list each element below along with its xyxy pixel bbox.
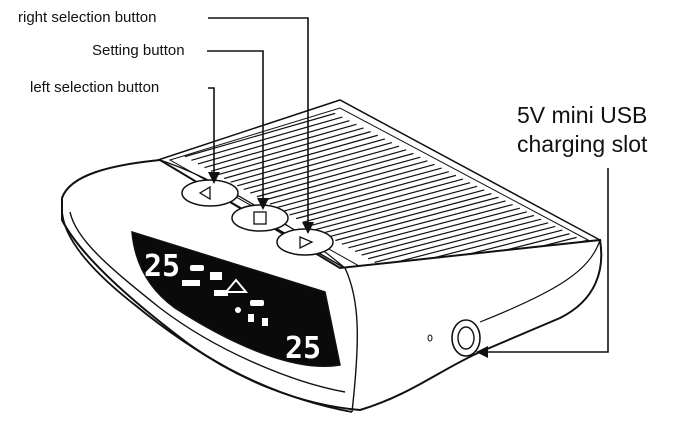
setting-square-icon	[253, 211, 267, 225]
arrowhead-left-selection	[208, 172, 220, 184]
leader-left-selection	[208, 87, 215, 178]
solar-stripe	[348, 203, 513, 249]
label-left-selection-button: left selection button	[30, 79, 160, 96]
solar-stripe	[295, 174, 457, 220]
leader-setting	[207, 50, 264, 204]
right-selection-button[interactable]	[276, 228, 334, 256]
solar-stripe	[341, 200, 506, 245]
solar-stripe	[276, 163, 435, 209]
solar-stripe	[250, 149, 407, 194]
solar-stripe	[184, 112, 336, 158]
usb-slot	[427, 319, 481, 357]
left-arrow-icon	[198, 185, 211, 201]
solar-stripe	[381, 222, 549, 267]
solar-stripe	[204, 123, 357, 169]
leader-lines	[207, 17, 609, 353]
leader-usb	[482, 168, 609, 353]
arrowheads	[208, 172, 488, 358]
right-arrow-icon	[299, 236, 314, 250]
arrowhead-usb	[476, 346, 488, 358]
solar-stripe	[197, 120, 350, 165]
label-usb-line1: 5V mini USB	[517, 102, 648, 128]
solar-stripe	[367, 214, 535, 260]
display-icons	[182, 265, 268, 326]
label-usb-line2: charging slot	[517, 131, 648, 157]
display-right-number: 25	[285, 331, 321, 366]
label-usb-charging-slot: 5V mini USB charging slot	[517, 101, 675, 159]
arrowhead-right-selection	[302, 222, 314, 234]
solar-stripe	[309, 182, 471, 227]
button-cluster	[181, 179, 334, 256]
solar-stripe	[374, 218, 542, 263]
leader-right-selection	[208, 17, 309, 228]
display-left-number: 25	[144, 249, 180, 284]
solar-stripe	[302, 178, 464, 223]
arrowhead-setting	[257, 198, 269, 210]
solar-stripe	[210, 127, 364, 172]
solar-stripe	[223, 134, 378, 180]
solar-stripe	[328, 193, 492, 238]
solar-stripe	[191, 116, 343, 161]
solar-stripe	[217, 131, 371, 176]
solar-stripe	[335, 196, 499, 242]
solar-stripe	[263, 156, 421, 201]
solar-stripe	[243, 145, 400, 191]
solar-stripe	[256, 152, 414, 198]
solar-stripe	[315, 185, 478, 231]
label-right-selection-button: right selection button	[18, 9, 157, 26]
solar-stripe	[289, 171, 449, 216]
solar-stripe	[269, 160, 428, 205]
setting-button[interactable]	[231, 204, 289, 232]
solar-stripe	[322, 189, 485, 234]
indicator-dot	[427, 334, 433, 342]
lcd-display: 25 25	[131, 230, 341, 368]
solar-stripe	[354, 207, 520, 253]
solar-stripe	[361, 211, 528, 256]
solar-stripe	[282, 167, 442, 212]
label-setting-button: Setting button	[92, 42, 185, 59]
